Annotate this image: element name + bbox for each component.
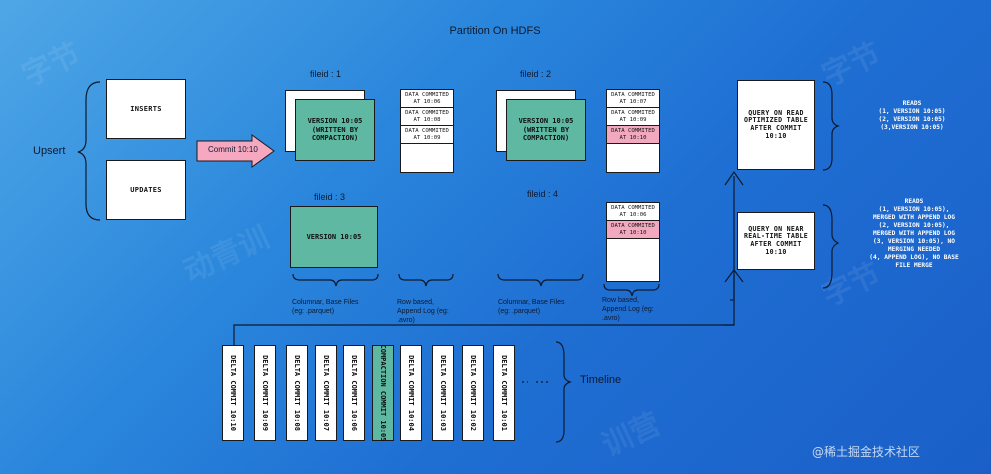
timeline-commit: DELTA COMMIT 10:02 (462, 345, 484, 441)
timeline-commit: DELTA COMMIT 10:08 (286, 345, 308, 441)
commit-arrow-label: Commit 10:10 (208, 145, 258, 154)
watermark-text: @稀土掘金技术社区 (812, 445, 921, 459)
fileid-3-label: fileid : 3 (314, 192, 346, 202)
timeline-commit: DELTA COMMIT 10:10 (222, 345, 244, 441)
caption-rowbased-2: Row based, Append Log (eg: .avro) (602, 297, 654, 322)
inserts-box: INSERTS (106, 79, 186, 139)
log-entry: DATA COMMITED AT 10:06 (607, 203, 659, 221)
fileid-2-append-log: DATA COMMITED AT 10:07 DATA COMMITED AT … (606, 89, 660, 173)
caption-rowbased-1: Row based, Append Log (eg: .avro) (397, 299, 449, 324)
timeline-commit: DELTA COMMIT 10:01 (493, 345, 515, 441)
fileid-3-base-file: VERSION 10:05 (290, 206, 378, 268)
query-read-optimized-box: QUERY ON READ OPTIMIZED TABLE AFTER COMM… (737, 80, 815, 170)
log-entry: DATA COMMITED AT 10:08 (401, 108, 453, 126)
caption-columnar-1: Columnar, Base Files (eg: .parquet) (292, 299, 359, 315)
timeline-compaction-commit: COMPACTION COMMIT 10:05 (372, 345, 394, 441)
fileid-1-base-file: VERSION 10:05 (WRITTEN BY COMPACTION) (295, 99, 375, 161)
timeline-label: Timeline (580, 374, 622, 386)
query-near-realtime-box: QUERY ON NEAR REAL-TIME TABLE AFTER COMM… (737, 212, 815, 270)
fileid-2-base-file: VERSION 10:05 (WRITTEN BY COMPACTION) (506, 99, 586, 161)
timeline-commit: DELTA COMMIT 10:06 (343, 345, 365, 441)
commit-arrow (196, 134, 275, 168)
log-entry: DATA COMMITED AT 10:09 (607, 108, 659, 126)
timeline-commit: DELTA COMMIT 10:07 (315, 345, 337, 441)
log-entry-new: DATA COMMITED AT 10:10 (607, 221, 659, 239)
fileid-4-label: fileid : 4 (527, 189, 559, 199)
fileid-2-label: fileid : 2 (520, 69, 552, 79)
timeline-commit: DELTA COMMIT 10:04 (400, 345, 422, 441)
log-entry: DATA COMMITED AT 10:09 (401, 126, 453, 144)
near-realtime-reads-note: READS (1, VERSION 10:05), MERGED WITH AP… (869, 198, 959, 269)
fileid-4-append-log: DATA COMMITED AT 10:06 DATA COMMITED AT … (606, 202, 660, 282)
timeline-commit: DELTA COMMIT 10:03 (432, 345, 454, 441)
upsert-label: Upsert (33, 145, 66, 157)
diagram-title: Partition On HDFS (449, 25, 541, 37)
fileid-1-append-log: DATA COMMITED AT 10:06 DATA COMMITED AT … (400, 89, 454, 173)
updates-box: UPDATES (106, 160, 186, 220)
log-entry: DATA COMMITED AT 10:07 (607, 90, 659, 108)
timeline-commit: DELTA COMMIT 10:09 (254, 345, 276, 441)
caption-columnar-2: Columnar, Base Files (eg: .parquet) (498, 299, 565, 315)
log-entry: DATA COMMITED AT 10:06 (401, 90, 453, 108)
fileid-1-label: fileid : 1 (310, 69, 342, 79)
log-entry-new: DATA COMMITED AT 10:10 (607, 126, 659, 144)
read-optimized-reads-note: READS (1, VERSION 10:05) (2, VERSION 10:… (878, 100, 946, 131)
